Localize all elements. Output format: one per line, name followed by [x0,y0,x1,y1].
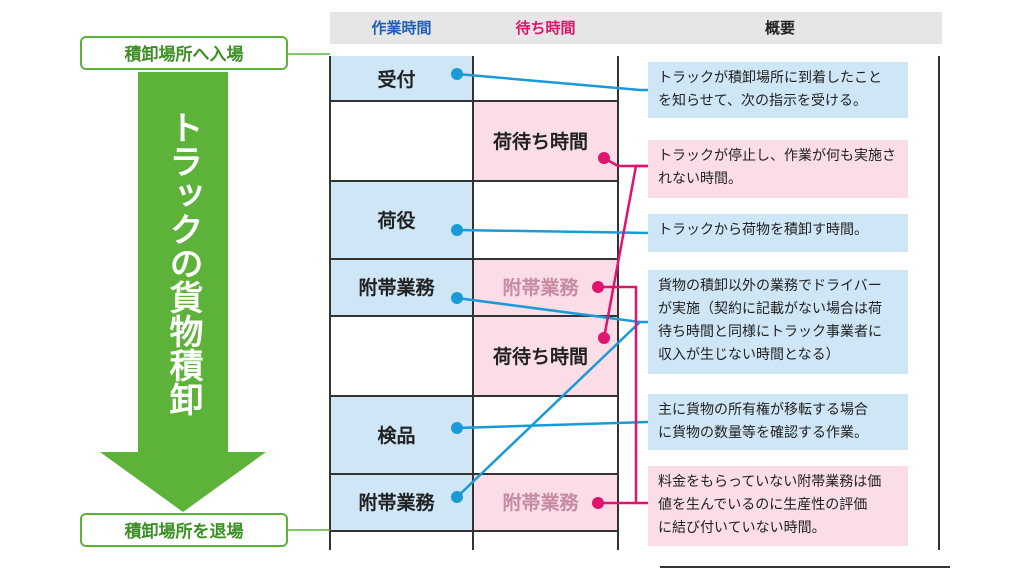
cell-cargo-handling: 荷役 [330,180,473,258]
arrow-caption: トラックの貨物積卸 [163,110,203,416]
cell-loading-wait-2: 荷待ち時間 [473,315,618,395]
grid-line-right [617,56,619,550]
summary-line: が実施（契約に記載がない場合は荷 [658,301,882,317]
summary-line: トラックが積卸場所に到着したこと [658,70,882,86]
grid-row-line [329,180,619,182]
dot-incidental-wait-1 [592,281,604,293]
summary-receipt: トラックが積卸場所に到着したこと を知らせて、次の指示を受ける。 [648,62,908,118]
summary-line: 待ち時間と同様にトラック事業者に [658,324,882,340]
grid-line-far-right [938,56,940,550]
summary-incidental-work: 貨物の積卸以外の業務でドライバー が実施（契約に記載がない場合は荷 待ち時間と同… [648,270,908,374]
grid-row-line [329,395,619,397]
dot-incidental-wait-2 [592,497,604,509]
cell-inspection: 検品 [330,395,473,473]
header-bar [330,12,942,44]
connector-receipt [456,72,648,92]
grid-row-line [329,315,619,317]
dot-incidental-1 [451,292,463,304]
arrow-shape [100,72,266,512]
summary-cargo-handling: トラックから荷物を積卸す時間。 [648,214,908,252]
header-summary: 概要 [764,19,795,37]
grid-line-left [329,56,331,550]
summary-line: に結び付いていない時間。 [658,520,826,536]
grid-row-line [329,530,619,532]
summary-line: トラックが停止し、作業が何も実施さ [658,148,896,164]
dot-wait-1 [598,152,610,164]
connector-unpaid-bracket [598,285,638,505]
label-enter-site: 積卸場所へ入場 [80,36,288,70]
header-work-time: 作業時間 [371,19,432,37]
summary-line: 収入が生じない時間となる） [658,347,840,363]
connector-incidental-1 [456,296,648,324]
connector-cargo [456,228,649,235]
cell-incidental-work-1: 附帯業務 [330,258,473,315]
summary-line: れない時間。 [658,171,742,187]
process-arrow [100,72,266,512]
summary-line: 主に貨物の所有権が移転する場合 [658,402,868,418]
summary-line: に貨物の数量等を確認する作業。 [658,425,868,441]
grid-row-line [329,473,619,475]
connector-wait-2 [602,164,648,339]
summary-loading-wait: トラックが停止し、作業が何も実施さ れない時間。 [648,140,908,198]
summary-line: トラックから荷物を積卸す時間。 [658,222,868,238]
summary-unpaid-incidental: 料金をもらっていない附帯業務は価 値を生んでいるのに生産性の評価 に結び付いてい… [648,466,908,546]
summary-line: を知らせて、次の指示を受ける。 [658,93,868,109]
dot-incidental-2 [451,491,463,503]
grid-row-line [329,258,619,260]
dot-receipt [451,68,463,80]
label-exit-site: 積卸場所を退場 [80,513,288,547]
grid-line-mid [472,56,474,550]
dot-wait-2 [598,332,610,344]
dot-cargo [451,224,463,236]
summary-line: 料金をもらっていない附帯業務は価 [658,474,882,490]
grid-row-line [329,100,619,102]
cell-loading-wait-1: 荷待ち時間 [473,100,618,180]
connector-incidental-2 [456,321,641,498]
cell-incidental-work-2: 附帯業務 [330,473,473,530]
connector-inspection [456,420,649,430]
dot-inspection [451,422,463,434]
bottom-rule [660,566,950,568]
summary-line: 値を生んでいるのに生産性の評価 [658,497,868,513]
cell-receipt: 受付 [330,56,473,100]
summary-line: 貨物の積卸以外の業務でドライバー [658,278,882,294]
summary-inspection: 主に貨物の所有権が移転する場合 に貨物の数量等を確認する作業。 [648,394,908,450]
header-wait-time: 待ち時間 [515,19,576,37]
